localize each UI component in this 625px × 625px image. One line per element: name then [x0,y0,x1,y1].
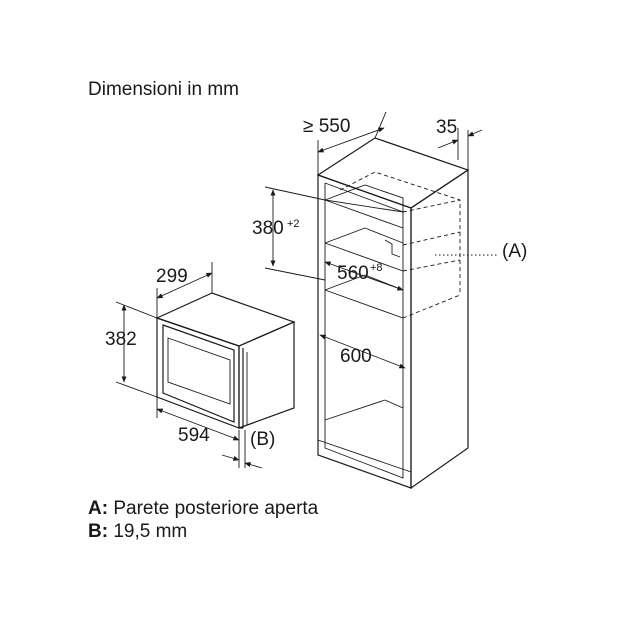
appliance [155,292,296,429]
niche-height-label: 380 [252,218,284,239]
cabinet-width-dimension [319,334,406,369]
appliance-height-dimension [115,301,158,398]
niche-height-tolerance: +2 [287,218,300,230]
appliance-depth-label: 299 [156,266,188,287]
cabinet-depth-dimension [317,111,387,175]
niche-width-label: 560 [337,263,369,284]
appliance-depth-dimension [156,262,213,318]
cabinet-depth-label: ≥ 550 [303,116,350,137]
niche-width-dimension [324,261,404,291]
niche-height-dimension [264,186,326,281]
side-offset-label: 35 [436,117,457,138]
appliance-height-label: 382 [105,329,137,350]
niche-width-tolerance: +8 [370,262,383,274]
cabinet-width-label: 600 [340,346,372,367]
diagram-title: Dimensioni in mm [88,79,239,100]
appliance-width-label: 594 [178,425,210,446]
appliance-width-dimension [156,397,240,441]
marker-a: (A) [502,241,527,262]
side-offset-dimension [437,128,483,170]
marker-b: (B) [250,429,275,450]
legend-item-b: B: 19,5 mm [88,521,188,542]
tall-cabinet [316,137,470,490]
offset-b-dimension [221,430,263,469]
legend-item-a: A: Parete posteriore aperta [88,498,319,519]
